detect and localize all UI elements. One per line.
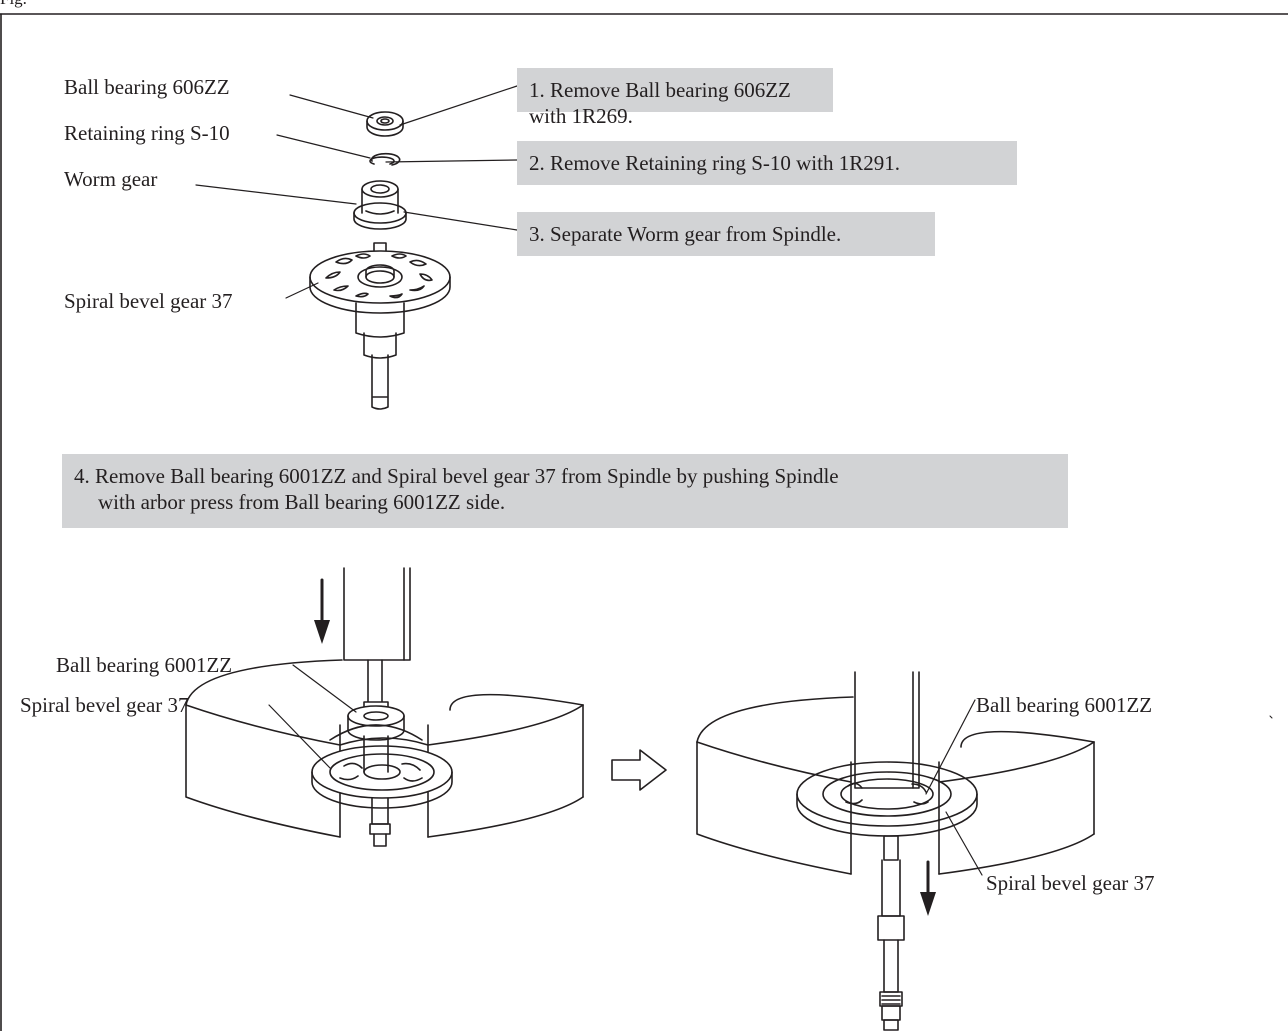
corner-label: Fig. <box>0 0 27 11</box>
step-4-line-1: 4. Remove Ball bearing 6001ZZ and Spiral… <box>74 464 839 488</box>
press-after-assembly <box>696 671 1095 1031</box>
leader-right-bearing <box>925 699 976 795</box>
leader-left-bearing <box>292 664 357 713</box>
spiral-bevel-gear-37-part <box>309 242 451 410</box>
label-worm-gear: Worm gear <box>64 167 158 191</box>
step-1-box: 1. Remove Ball bearing 606ZZ with 1R269. <box>517 68 833 128</box>
leader-step1 <box>399 85 518 126</box>
label-spiral-bevel-top: Spiral bevel gear 37 <box>64 289 233 313</box>
leader-ring <box>276 134 371 159</box>
retaining-ring-part <box>369 152 401 166</box>
label-left-spiral-bevel: Spiral bevel gear 37 <box>20 693 189 717</box>
leader-bevel <box>285 282 319 299</box>
leader-left-bevel <box>268 704 331 769</box>
press-before-assembly <box>185 567 584 847</box>
step-4-line-2: with arbor press from Ball bearing 6001Z… <box>98 490 506 514</box>
step-4-box: 4. Remove Ball bearing 6001ZZ and Spiral… <box>62 454 1068 528</box>
process-arrow <box>611 749 667 791</box>
worm-gear-part <box>353 180 407 230</box>
label-retaining-ring: Retaining ring S-10 <box>64 121 230 145</box>
leader-worm <box>195 184 357 205</box>
label-right-spiral-bevel: Spiral bevel gear 37 <box>986 871 1155 895</box>
label-right-ball-bearing: Ball bearing 6001ZZ <box>976 693 1153 717</box>
step-3-box: 3. Separate Worm gear from Spindle. <box>517 212 935 256</box>
step-2-box: 2. Remove Retaining ring S-10 with 1R291… <box>517 141 1017 185</box>
leader-right-bevel <box>945 811 983 876</box>
leader-step3 <box>403 211 518 231</box>
ball-bearing-606zz-part <box>366 111 404 137</box>
leader-step2 <box>385 159 518 163</box>
leader-606zz <box>289 94 374 119</box>
label-left-ball-bearing: Ball bearing 6001ZZ <box>56 653 233 677</box>
label-ball-bearing-606zz: Ball bearing 606ZZ <box>64 75 230 99</box>
